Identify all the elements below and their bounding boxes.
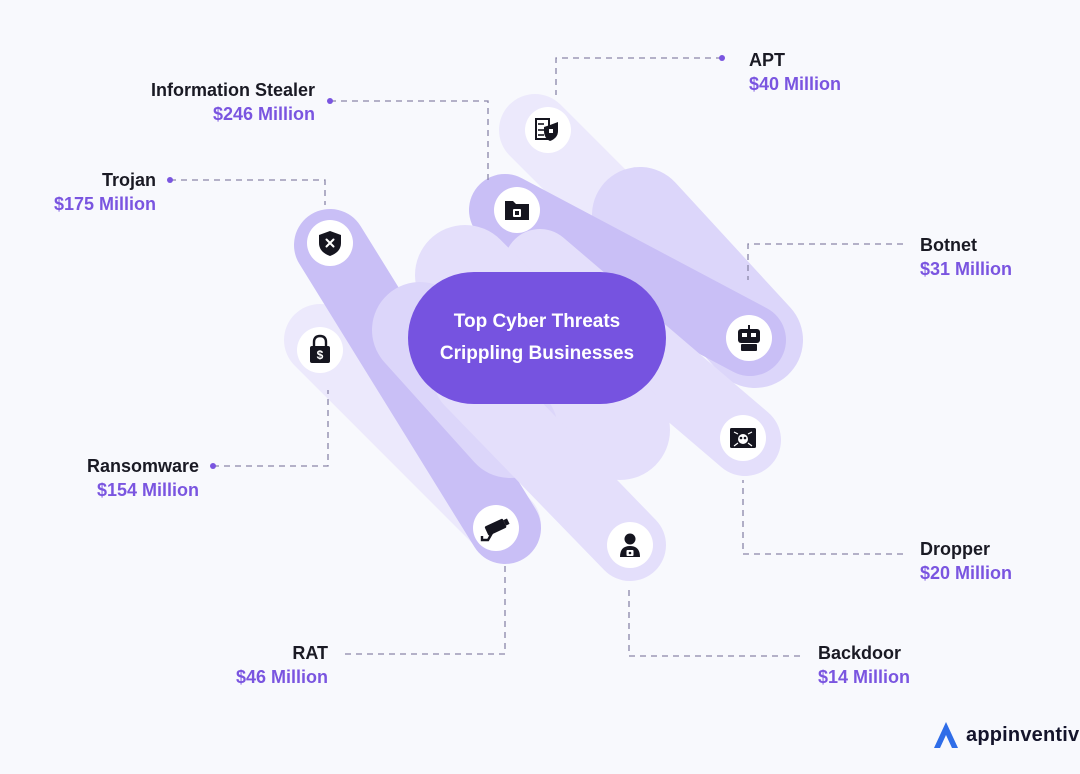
chip-shield-icon (535, 118, 558, 141)
threat-amount: $154 Million (96, 480, 199, 500)
brand-logo: appinventiv (932, 718, 1079, 752)
threat-name: Information Stealer (150, 80, 315, 100)
threat-label-botnet: Botnet $31 Million (920, 233, 1012, 281)
connector-dropper (742, 480, 903, 555)
threat-amount: $175 Million (53, 194, 156, 214)
threat-label-dropper: Dropper $20 Million (920, 537, 1012, 585)
pill-backdoor (434, 344, 666, 581)
connector-ransomware (213, 390, 329, 467)
threat-label-ransomware: Ransomware $154 Million (87, 454, 199, 502)
dot-trojan (167, 177, 173, 183)
connector-info-stealer (330, 100, 489, 180)
threat-label-rat: RAT $46 Million (236, 641, 328, 689)
person-lock-icon (620, 533, 640, 557)
connector-backdoor (628, 585, 800, 657)
shield-x-icon (319, 231, 341, 256)
padlock-dollar-icon: $ (310, 334, 330, 363)
connector-rat (345, 565, 506, 655)
folder-lock-icon (505, 201, 529, 220)
robot-icon (738, 325, 760, 351)
threat-amount: $31 Million (920, 259, 1013, 279)
connector-trojan (170, 179, 326, 205)
connector-dots (167, 55, 725, 469)
center-title-line-2: Crippling Businesses (439, 343, 635, 364)
appinventiv-logo-icon (934, 722, 958, 748)
threat-name: APT (749, 50, 785, 70)
threat-label-information-stealer: Information Stealer $246 Million (151, 78, 315, 126)
threat-amount: $14 Million (818, 667, 911, 687)
skull-window-icon (730, 428, 756, 448)
threat-amount: $40 Million (749, 74, 842, 94)
threat-amount: $46 Million (235, 667, 328, 687)
connector-botnet (747, 243, 903, 280)
center-title-line-1: Top Cyber Threats (453, 311, 621, 332)
brand-name: appinventiv (966, 723, 1080, 746)
center-title: Top Cyber Threats Crippling Businesses (408, 272, 666, 404)
threat-label-apt: APT $40 Million (749, 48, 841, 96)
threat-name: Dropper (920, 539, 991, 559)
threat-name: Backdoor (818, 643, 902, 663)
threat-label-backdoor: Backdoor $14 Million (818, 641, 910, 689)
threat-label-trojan: Trojan $175 Million (54, 168, 156, 216)
threat-name: Ransomware (86, 456, 199, 476)
center-pill (408, 272, 666, 404)
connector-group (170, 57, 903, 657)
dot-apt (719, 55, 725, 61)
threat-name: RAT (292, 643, 328, 663)
threat-amount: $20 Million (920, 563, 1013, 583)
threat-name: Botnet (920, 235, 977, 255)
connector-apt (555, 57, 722, 95)
dot-ransomware (210, 463, 216, 469)
cctv-camera-icon (480, 518, 510, 542)
svg-text:$: $ (317, 348, 324, 362)
threat-name: Trojan (101, 170, 156, 190)
icon-circle-backdoor (607, 522, 653, 568)
threat-amount: $246 Million (212, 104, 315, 124)
dot-info-stealer (327, 98, 333, 104)
